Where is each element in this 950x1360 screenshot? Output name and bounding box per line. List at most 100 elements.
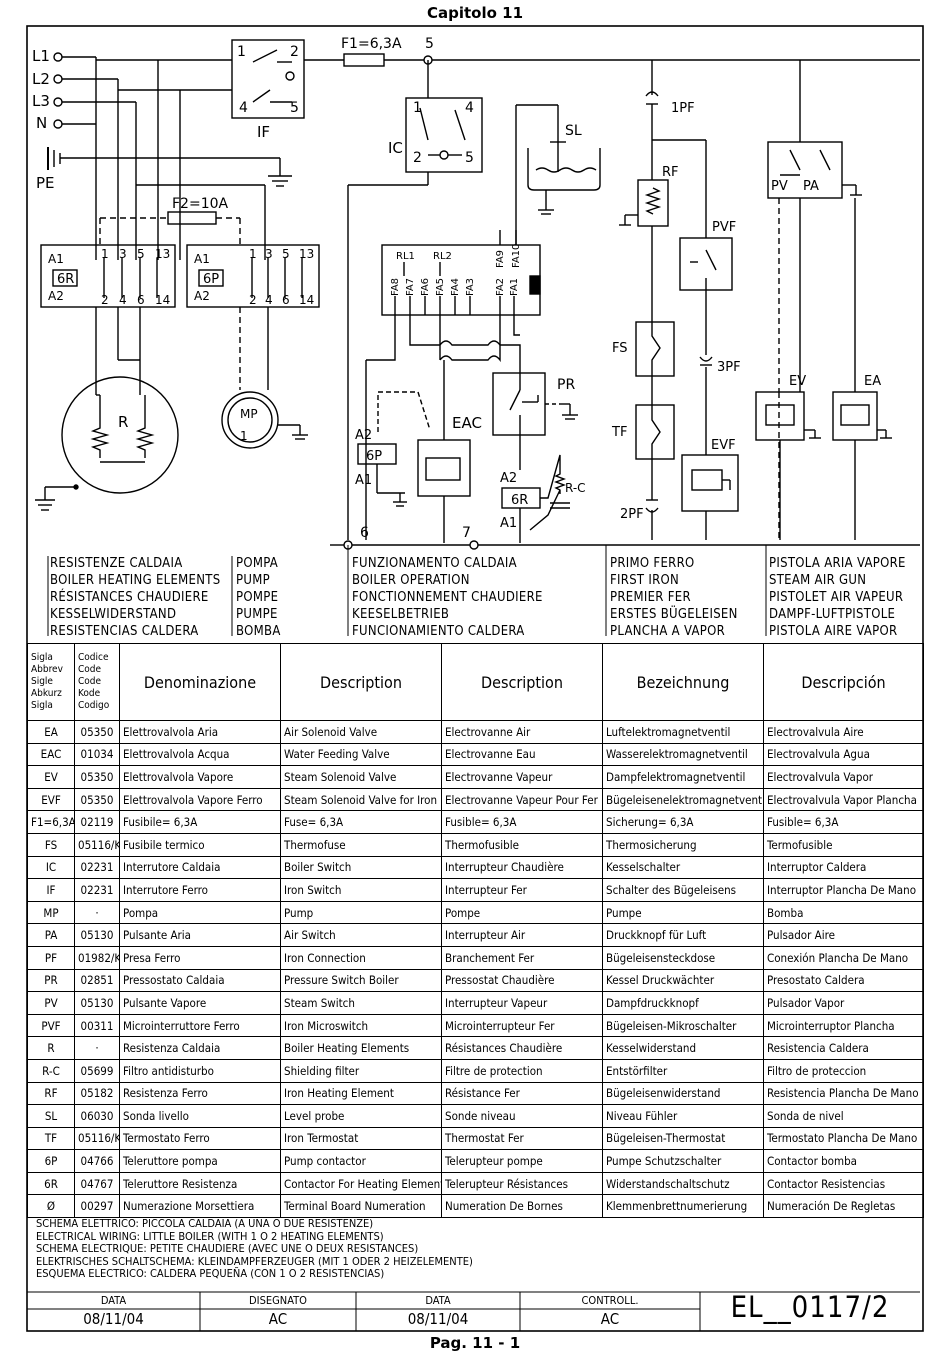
header-descripcion: Descripción xyxy=(763,643,924,721)
cell-description: Telerupteur Résistances xyxy=(441,1171,603,1196)
svg-text:1: 1 xyxy=(240,429,248,443)
valve-evf-label: EVF xyxy=(711,438,736,453)
cell-code: 05116/K xyxy=(74,1126,120,1151)
node-5-label: 5 xyxy=(425,36,434,52)
svg-text:FA2: FA2 xyxy=(495,278,506,296)
button-pv-label: PV xyxy=(771,179,788,194)
cell-description: Interrupteur Vapeur xyxy=(441,991,603,1015)
fuse-f2-label: F2=10A xyxy=(172,196,229,212)
svg-text:A1: A1 xyxy=(48,252,64,266)
cell-description: Fuse= 6,3A xyxy=(280,810,442,834)
cell-description: Résistances Chaudière xyxy=(441,1036,603,1060)
cell-description: Kessel Druckwächter xyxy=(602,968,764,993)
cell-code: · xyxy=(74,1036,120,1060)
svg-text:3: 3 xyxy=(119,247,127,261)
cell-code: 02231 xyxy=(74,855,120,880)
tb-data-label: DATA xyxy=(100,1294,127,1307)
filter-rc-label: R-C xyxy=(565,481,586,495)
cell-description: Thermostat Fer xyxy=(441,1126,603,1151)
cell-description: Resistenza Ferro xyxy=(119,1081,281,1106)
cell-code: 02231 xyxy=(74,878,120,902)
cell-description: Pompe xyxy=(441,900,603,925)
tb-data-value: 08/11/04 xyxy=(83,1310,144,1328)
cell-description: Contactor bomba xyxy=(763,1149,924,1173)
svg-text:A1: A1 xyxy=(194,252,210,266)
cell-description: Pressure Switch Boiler xyxy=(280,968,442,993)
thermostat-tf-label: TF xyxy=(611,425,627,440)
plug-3pf-label: 3PF xyxy=(717,360,741,375)
cell-description: Electrovanne Air xyxy=(441,720,603,744)
cell-sigla: F1=6,3A xyxy=(27,810,75,834)
cell-description: Elettrovalvola Acqua xyxy=(119,742,281,767)
page-number: Pag. 11 - 1 xyxy=(429,1334,521,1352)
svg-text:RL1: RL1 xyxy=(396,251,415,262)
cell-code: 05130 xyxy=(74,991,120,1015)
cell-description: Telerupteur pompe xyxy=(441,1149,603,1173)
plug-1pf-label: 1PF xyxy=(671,101,695,116)
cell-description: Air Switch xyxy=(280,923,442,947)
fuse-f1-label: F1=6,3A xyxy=(341,36,402,52)
valve-ea-label: EA xyxy=(864,374,881,389)
svg-text:2: 2 xyxy=(413,150,422,166)
cell-sigla: EV xyxy=(27,765,75,789)
svg-text:5: 5 xyxy=(137,247,145,261)
cell-description: Microinterrupteur Fer xyxy=(441,1013,603,1038)
chapter-title: Capitolo 11 xyxy=(426,4,524,22)
node-6-label: 6 xyxy=(360,525,369,541)
svg-text:FA5: FA5 xyxy=(435,278,446,296)
svg-text:3: 3 xyxy=(265,247,273,261)
microswitch-pvf-label: PVF xyxy=(712,220,736,235)
svg-text:5: 5 xyxy=(290,100,299,116)
header-description-fr: Description xyxy=(441,643,603,721)
header-denominazione: Denominazione xyxy=(119,643,281,721)
water-valve-eac xyxy=(357,391,471,543)
cell-description: Entstörfilter xyxy=(602,1058,764,1083)
cell-description: Résistance Fer xyxy=(441,1081,603,1106)
cell-description: Pulsador Vapor xyxy=(763,991,924,1015)
cell-sigla: Ø xyxy=(27,1194,75,1219)
heater-r-label: R xyxy=(118,413,128,431)
svg-text:14: 14 xyxy=(155,293,170,307)
cell-description: Sonda de nivel xyxy=(763,1104,924,1128)
cell-description: Thermofusible xyxy=(441,832,603,857)
svg-text:1: 1 xyxy=(413,100,422,116)
cell-sigla: PV xyxy=(27,991,75,1015)
cell-description: Steam Solenoid Valve for Iron xyxy=(280,787,442,812)
cell-description: Kesselschalter xyxy=(602,855,764,880)
cell-code: 04766 xyxy=(74,1149,120,1173)
cell-description: Elettrovalvola Aria xyxy=(119,720,281,744)
cell-sigla: PA xyxy=(27,923,75,947)
cell-description: Dampfelektromagnetventil xyxy=(602,765,764,789)
tb-disegnato-label: DISEGNATO xyxy=(249,1294,307,1307)
svg-text:4: 4 xyxy=(119,293,127,307)
cell-code: 06030 xyxy=(74,1104,120,1128)
terminal-l3: L3 xyxy=(32,92,50,110)
cell-description: Wasserelektromagnetventil xyxy=(602,742,764,767)
probe-sl-label: SL xyxy=(565,123,582,139)
if-contact-1: 1 xyxy=(237,44,246,60)
contactor-6p xyxy=(186,244,320,308)
cell-description: Pump contactor xyxy=(280,1149,442,1173)
cell-code: 00311 xyxy=(74,1013,120,1038)
cell-description: Termostato Plancha De Mano xyxy=(763,1126,924,1151)
cell-description: Elettrovalvola Vapore xyxy=(119,765,281,789)
cell-description: Interrupteur Air xyxy=(441,923,603,947)
cell-description: Resistencia Caldera xyxy=(763,1036,924,1060)
valve-ev-label: EV xyxy=(789,374,806,389)
pressure-switch-pr-label: PR xyxy=(557,377,575,393)
cell-description: Branchement Fer xyxy=(441,945,603,970)
svg-text:6: 6 xyxy=(282,293,290,307)
cell-description: Iron Termostat xyxy=(280,1126,442,1151)
